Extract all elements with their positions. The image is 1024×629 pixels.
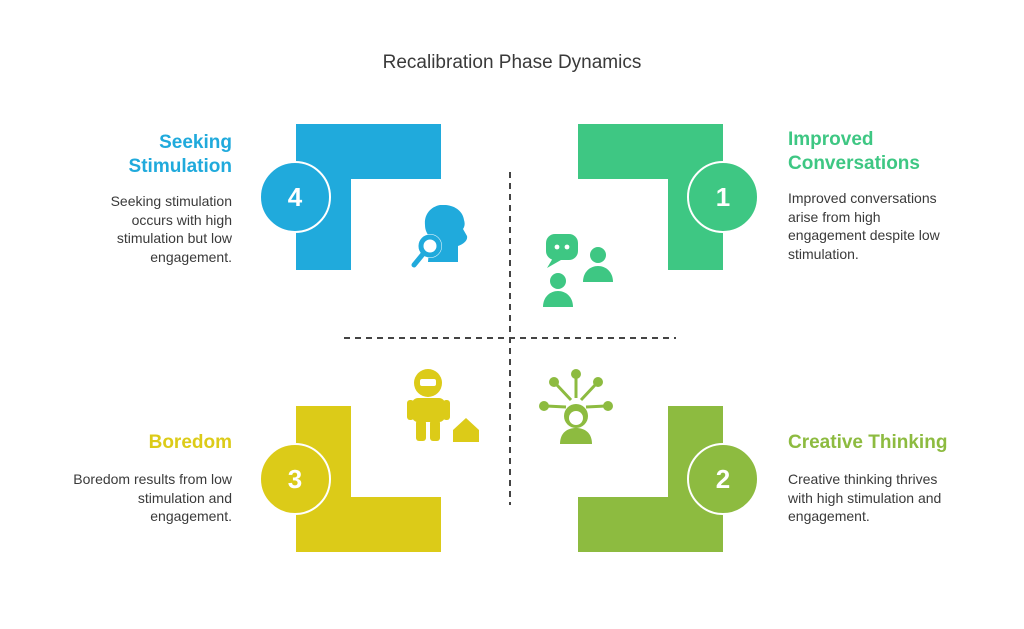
conversation-icon	[543, 234, 613, 307]
improved-conversations-description: Improved conversations arise from high e…	[788, 190, 940, 262]
seeking-stimulation-shape	[296, 124, 441, 270]
bored-person-icon	[407, 369, 479, 442]
seeking-stimulation-title: Seeking Stimulation	[128, 132, 232, 177]
number-badge-4: 4	[259, 161, 331, 233]
boredom-title: Boredom	[148, 432, 232, 453]
improved-conversations-title: Improved Conversations	[788, 129, 920, 174]
creative-thinking-title: Creative Thinking	[788, 432, 948, 453]
number-badge-2: 2	[687, 443, 759, 515]
creative-thinking-description: Creative thinking thrives with high stim…	[788, 471, 942, 524]
page-title: Recalibration Phase Dynamics	[382, 52, 642, 73]
creative-mind-icon	[539, 369, 613, 444]
boredom-shape	[296, 406, 441, 552]
improved-conversations-shape	[578, 124, 723, 270]
thinking-head-icon	[411, 205, 468, 268]
creative-thinking-shape	[578, 406, 723, 552]
seeking-stimulation-description: Seeking stimulation occurs with high sti…	[110, 193, 232, 265]
boredom-description: Boredom results from low stimulation and…	[73, 471, 232, 524]
number-badge-1: 1	[687, 161, 759, 233]
number-badge-3: 3	[259, 443, 331, 515]
